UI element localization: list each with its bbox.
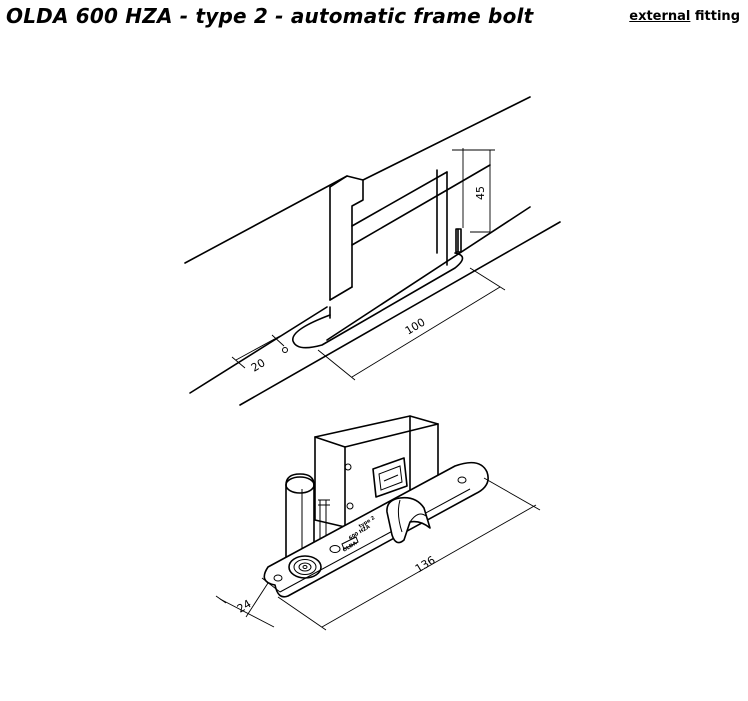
frame-profile-drawing [184,96,561,406]
page-title: OLDA 600 HZA - type 2 - automatic frame … [6,4,534,28]
dimension-136-label: 136 [413,554,438,576]
dimension-100-label: 100 [403,316,428,338]
fitting-label: external fitting [629,9,740,24]
dimension-45: 45 [452,148,495,233]
dimension-45-label: 45 [474,186,487,200]
dimension-24: 24 [215,577,281,628]
dimension-20: 20 [231,334,285,375]
dimension-20-label: 20 [249,356,268,374]
bolt-unit-drawing: OLDA 600 HZA type 2 [263,415,489,598]
fitting-label-underlined: external [629,9,691,24]
dimension-24-label: 24 [235,597,254,615]
fitting-label-rest: fitting [690,9,740,24]
